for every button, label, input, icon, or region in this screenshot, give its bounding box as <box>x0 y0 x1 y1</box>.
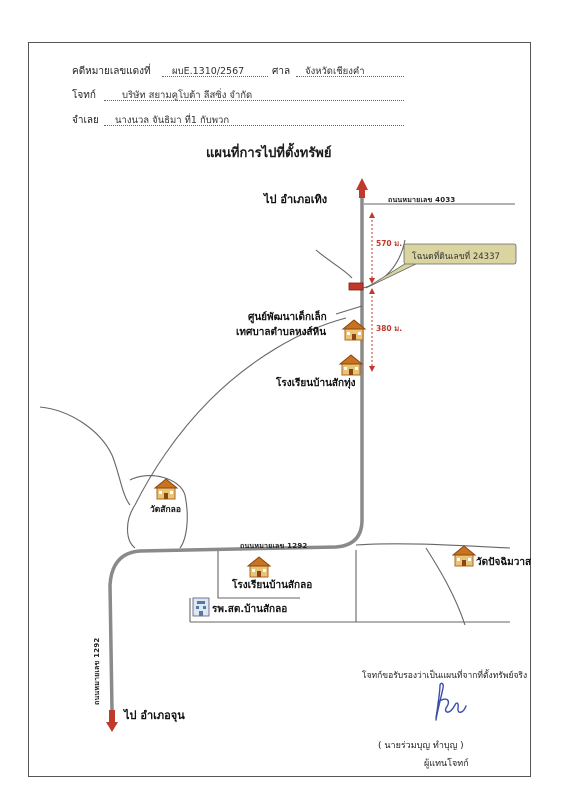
certification-text: โจทก์ขอรับรองว่าเป็นแผนที่จากที่ตั้งทรัพ… <box>362 671 528 681</box>
label-distance-570: 570 ม. <box>376 239 403 248</box>
property-marker <box>348 282 364 291</box>
plaintiff-name: บริษัท สยามคูโบต้า ลีสซิ่ง จำกัด <box>122 90 253 101</box>
label-to-therng: ไป อำเภอเทิง <box>264 193 328 206</box>
signatory-role: ผู้แทนโจทก์ <box>424 759 469 769</box>
temple-panchimawat-icon <box>452 545 476 567</box>
plaintiff-label: โจทก์ <box>72 90 96 101</box>
south-arrow-icon <box>106 710 118 732</box>
court-name: จังหวัดเชียงคำ <box>305 66 365 77</box>
label-road-1292-v: ถนนหมายเลข 1292 <box>93 637 101 705</box>
case-number: ผบE.1310/2567 <box>172 66 245 77</box>
label-temple-panchimawat: วัดปัจฉิมวาส <box>476 557 532 568</box>
hospital-icon <box>192 597 210 617</box>
label-child-center: ศูนย์พัฒนาเด็กเล็ก <box>248 312 327 323</box>
signature-mark <box>435 682 467 721</box>
label-to-chun: ไป อำเภอจุน <box>124 709 185 722</box>
map-frame <box>28 42 531 777</box>
label-school-sakloe: โรงเรียนบ้านสักลอ <box>232 580 313 591</box>
map-title: แผนที่การไปที่ตั้งทรัพย์ <box>206 146 332 161</box>
label-distance-380: 380 ม. <box>376 324 403 333</box>
label-school-saktung: โรงเรียนบ้านสักทุ่ง <box>276 378 356 389</box>
north-arrow-icon <box>356 178 368 198</box>
label-hospital: รพ.สต.บ้านสักลอ <box>212 604 288 615</box>
main-road <box>108 193 364 712</box>
case-label: คดีหมายเลขแดงที่ <box>72 66 151 77</box>
label-municipality: เทศบาลตำบลหงส์หิน <box>236 327 327 338</box>
land-title-label: โฉนดที่ดินเลขที่ 24337 <box>412 252 500 262</box>
defendant-label: จำเลย <box>72 115 99 126</box>
court-label: ศาล <box>272 66 291 77</box>
thin-roads <box>39 203 515 626</box>
label-road-1292-h: ถนนหมายเลข 1292 <box>240 542 308 550</box>
label-road-4033: ถนนหมายเลข 4033 <box>388 196 456 204</box>
school-sakloe-icon <box>247 556 271 578</box>
school-saktung-icon <box>339 354 363 376</box>
signatory-name: ( นายร่วมบุญ ทำบุญ ) <box>378 741 464 751</box>
defendant-name: นางนวล จันธิมา ที่1 กับพวก <box>115 115 230 126</box>
land-title-callout <box>365 243 517 289</box>
label-temple-sakloe: วัดสักลอ <box>150 505 181 515</box>
